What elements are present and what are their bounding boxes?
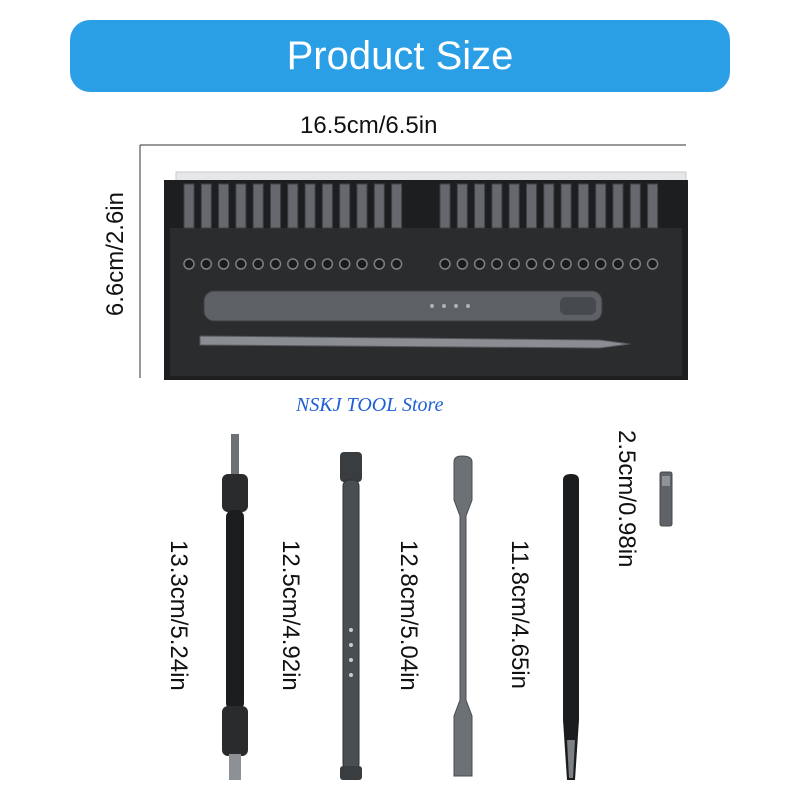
case-socket	[390, 258, 403, 270]
case-bit	[595, 183, 607, 229]
case-socket	[338, 258, 351, 270]
case-socket	[612, 258, 624, 270]
case-socket	[577, 258, 590, 270]
rod-tip	[229, 754, 241, 780]
screwdriver-handle	[340, 452, 362, 780]
tweezers	[563, 474, 579, 780]
handle-length-label: 12.5cm/4.92in	[277, 540, 304, 691]
case-socket	[304, 258, 316, 270]
case-socket	[560, 258, 572, 270]
case-socket	[456, 258, 469, 270]
bit-row	[183, 183, 659, 229]
case-socket	[473, 258, 486, 270]
case-bit	[577, 183, 589, 229]
case-socket	[439, 258, 451, 270]
rod-flex-body	[226, 510, 244, 710]
bit-length-label: 2.5cm/0.98in	[613, 430, 640, 568]
case-bit	[304, 183, 316, 229]
case-bit	[560, 183, 572, 229]
case-socket	[269, 258, 282, 270]
case-bit	[183, 183, 195, 229]
tweezers-body	[563, 474, 579, 780]
handle-head	[340, 452, 362, 482]
case-bit	[456, 183, 468, 229]
case-socket	[356, 258, 368, 270]
rod-length-label: 13.3cm/5.24in	[165, 540, 192, 691]
case-rod	[199, 335, 631, 349]
case-bit	[391, 183, 403, 229]
banner-title: Product Size	[286, 33, 514, 78]
case-socket	[373, 258, 386, 270]
spudger	[453, 455, 473, 777]
case-bit	[235, 183, 247, 229]
case-socket	[321, 258, 334, 270]
case-socket	[594, 258, 607, 270]
case-bit	[647, 183, 659, 229]
case-bit	[491, 183, 503, 229]
case-handle-cap	[560, 297, 596, 315]
case-socket	[252, 258, 264, 270]
case-socket	[508, 258, 520, 270]
case-handle	[203, 290, 603, 322]
case-bit	[373, 183, 385, 229]
case-bit	[612, 183, 624, 229]
tweezers-tip	[567, 740, 575, 778]
case-bit	[252, 183, 264, 229]
case-socket	[646, 258, 659, 270]
handle-end	[340, 766, 362, 780]
case-bit	[356, 183, 368, 229]
case-bit	[629, 183, 641, 229]
extension-rod	[222, 434, 248, 780]
socket-row	[183, 258, 659, 270]
case-socket	[217, 258, 230, 270]
case-bit	[321, 183, 333, 229]
rod-shaft-top	[231, 434, 239, 474]
case-socket	[491, 258, 503, 270]
single-bit	[659, 471, 673, 527]
rod-top-collar	[222, 474, 248, 512]
case-bit	[474, 183, 486, 229]
case-bit	[287, 183, 299, 229]
case-socket	[235, 258, 247, 270]
case-bit	[526, 183, 537, 229]
case-socket	[629, 258, 642, 270]
case-bit	[339, 183, 351, 229]
store-name: NSKJ TOOL Store	[296, 394, 444, 416]
case-bit	[543, 183, 555, 229]
case-width-label: 16.5cm/6.5in	[300, 112, 438, 139]
case-bit	[218, 183, 230, 229]
spudger-body	[453, 455, 473, 777]
spudger-length-label: 12.8cm/5.04in	[395, 540, 422, 691]
rod-bottom-collar	[222, 706, 248, 756]
case-bit	[270, 183, 281, 229]
case-bit	[439, 183, 451, 229]
case-socket	[200, 258, 213, 270]
case-socket	[183, 258, 195, 270]
case-bit	[508, 183, 520, 229]
case-socket	[287, 258, 299, 270]
handle-body	[342, 479, 360, 771]
case-socket	[543, 258, 555, 270]
tweezers-length-label: 11.8cm/4.65in	[506, 540, 533, 689]
tool-case	[164, 171, 688, 380]
product-size-banner: Product Size	[70, 20, 730, 92]
case-socket	[525, 258, 538, 270]
case-bit	[200, 183, 212, 229]
